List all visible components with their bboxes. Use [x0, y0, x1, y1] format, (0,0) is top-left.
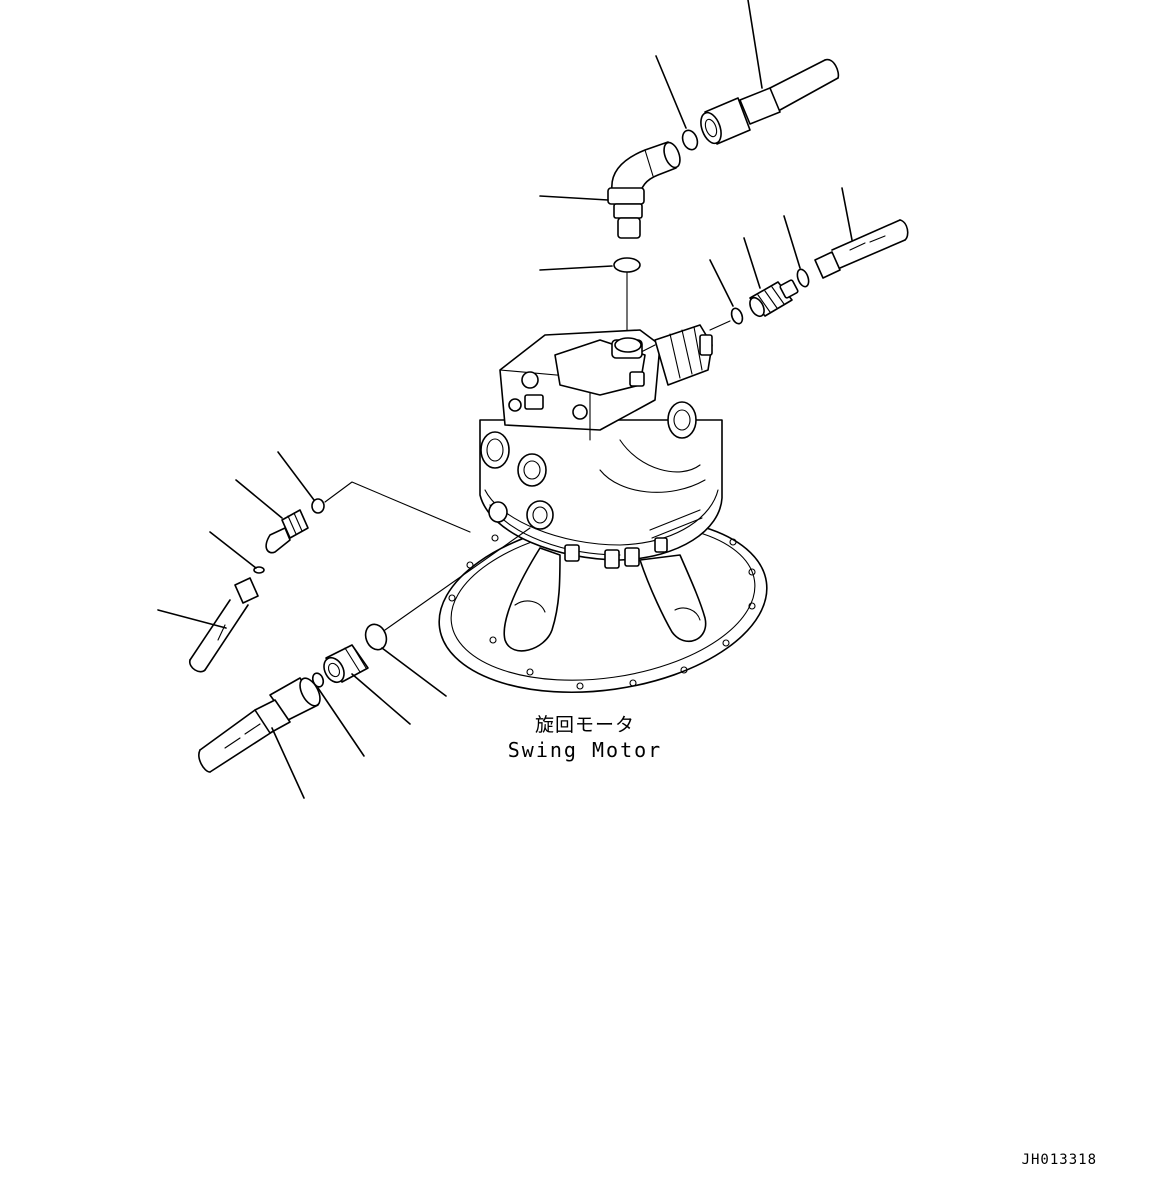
left-elbow-connector: [265, 509, 309, 554]
caption-english: Swing Motor: [507, 738, 663, 762]
lower-housing: [503, 547, 707, 652]
right-hose: [814, 219, 909, 279]
o-ring-right-small: [730, 307, 744, 325]
caption-japanese: 旋回モータ: [534, 714, 635, 736]
o-ring-large-lower: [364, 623, 388, 651]
drawing-code: JH013318: [1021, 1152, 1097, 1168]
o-ring-top: [681, 129, 699, 151]
elbow-fitting: [607, 141, 681, 239]
left-hose-upper: [189, 577, 259, 673]
o-ring-elbow-base: [613, 257, 641, 273]
relief-valve: [654, 324, 713, 386]
valve-block: [499, 329, 661, 441]
side-ports: [480, 401, 706, 530]
lower-adapter: [323, 644, 369, 684]
top-hose: [700, 58, 840, 145]
lower-hose: [198, 677, 321, 773]
right-connector: [749, 279, 799, 318]
o-ring-right: [796, 268, 810, 288]
leader-lines: [157, 0, 853, 799]
o-ring-left-upper: [311, 498, 325, 514]
swing-motor-assembly: [438, 324, 768, 694]
